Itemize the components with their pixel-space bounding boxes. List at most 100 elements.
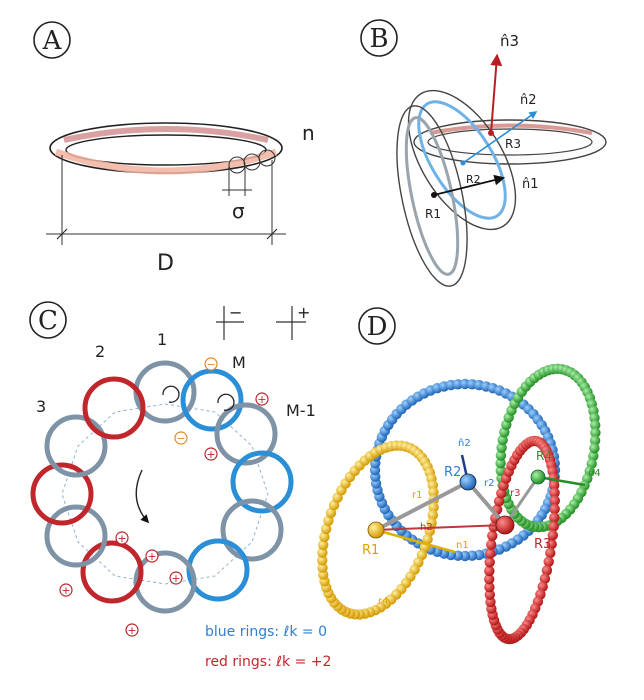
label-r3: R3 [505, 137, 521, 151]
ring-chain: −−+++++++ [30, 357, 294, 637]
legend-plus-label: + [297, 303, 310, 322]
panel-c: C − + −−+++++++ 1 2 3 M M-1 blue rings: … [29, 301, 331, 670]
r3-point [488, 130, 494, 136]
d-label-r1-small: r1 [412, 490, 422, 501]
sign-plus-5-glyph: + [171, 572, 180, 585]
ring-label-3: 3 [36, 397, 46, 416]
panel-c-circle [29, 301, 67, 339]
red-ring-bead [484, 589, 495, 600]
yellow-ring-bead [317, 562, 328, 573]
yellow-ring-bead [428, 502, 439, 513]
red-ring-bead [486, 539, 497, 550]
sign-plus-7 [125, 623, 139, 637]
chain-ring-9 [44, 504, 108, 568]
panel-d-circle [358, 307, 396, 345]
center-r3 [495, 515, 515, 535]
green-ring-bead [589, 435, 601, 446]
yellow-ring-bead [325, 507, 337, 519]
rotation-arrow-1 [162, 385, 180, 403]
panel-a: A σ n D [33, 21, 315, 276]
label-r1: R1 [425, 207, 441, 221]
panel-b-circle [360, 19, 398, 57]
red-ring-bead [549, 495, 560, 506]
chain-ring-4 [230, 450, 294, 514]
chain-ring-2 [180, 368, 244, 432]
panel-d-letter: D [367, 312, 388, 342]
red-ring-bead [484, 565, 495, 577]
red-ring-bead [487, 530, 498, 541]
ring-back-shade [63, 126, 269, 143]
label-sigma: σ [232, 199, 245, 223]
r1-point [431, 192, 437, 198]
red-ring-bead [549, 480, 560, 491]
green-ring-bead [589, 443, 600, 454]
d-label-n1b: n1 [456, 540, 469, 551]
red-ring-bead [546, 539, 557, 550]
ring-label-m: M [232, 353, 246, 372]
ring-chain-axis [61, 403, 269, 585]
chain-ring-8 [80, 540, 144, 604]
chain-ring-11 [44, 414, 108, 478]
panel-a-letter: A [42, 26, 63, 56]
yellow-ring-bead [321, 523, 332, 535]
chain-ring-12 [82, 376, 146, 440]
bead-rings [317, 363, 601, 645]
label-d: D [157, 251, 174, 276]
yellow-ring-bead [317, 547, 328, 558]
sign-minus-2 [174, 431, 188, 445]
sign-plus-5 [169, 571, 183, 585]
red-ring-bead [545, 547, 556, 559]
label-n1: n̂1 [522, 177, 539, 192]
red-ring-bead [547, 530, 558, 541]
b-ring-horizontal-inner [427, 128, 593, 156]
legend-minus-label: − [229, 303, 242, 322]
sign-plus-2 [204, 447, 218, 461]
circulation-arrow [135, 469, 150, 524]
center-r4 [530, 469, 546, 485]
d-label-n4: n̂4 [588, 467, 601, 479]
yellow-ring-bead [422, 534, 433, 545]
caption-blue-rings: blue rings: ℓk = 0 [205, 624, 327, 640]
r2-point [460, 160, 466, 166]
chain-ring-10 [30, 462, 94, 526]
d-label-r1: R1 [362, 543, 379, 558]
b-ring-tilted-inner [417, 100, 507, 220]
sign-plus-7-glyph: + [127, 624, 136, 637]
chain-ring-7 [133, 550, 197, 614]
d-label-r3-small: r3 [510, 488, 520, 499]
sign-plus-4 [145, 549, 159, 563]
red-ring-bead [484, 574, 495, 585]
d-label-r4: R4 [536, 449, 552, 463]
b-ring-horizontal-shade [429, 123, 593, 135]
sign-plus-1-glyph: + [257, 393, 266, 406]
caption-red-rings: red rings: ℓk = +2 [205, 654, 331, 670]
sign-minus-1-glyph: − [206, 358, 215, 371]
label-n2: n̂2 [520, 93, 537, 108]
green-ring-bead [590, 427, 601, 438]
label-n: n [302, 121, 315, 145]
d-label-n2: n̂2 [458, 437, 471, 449]
panel-d: D R1 R2 R3 R4 n̂2 n̂4 n1 r1 r2 r3 h2 r4 [317, 307, 601, 645]
d-label-r4-small: r4 [378, 596, 388, 607]
sign-minus-1 [204, 357, 218, 371]
red-ring-bead [485, 548, 496, 559]
ring-label-1: 1 [157, 330, 167, 349]
sign-plus-4-glyph: + [147, 550, 156, 563]
n1-vector [433, 174, 506, 196]
chain-ring-5 [220, 498, 284, 562]
n4-axis [537, 475, 586, 487]
sign-plus-1 [255, 392, 269, 406]
sign-plus-6 [59, 583, 73, 597]
ring-label-2: 2 [95, 342, 105, 361]
yellow-ring-bead [426, 517, 437, 529]
ring-front-shade [54, 148, 278, 175]
green-ring-bead [590, 420, 601, 431]
sign-plus-6-glyph: + [61, 584, 70, 597]
bead-3 [258, 149, 276, 167]
sign-minus-2-glyph: − [176, 432, 185, 445]
yellow-ring-bead [318, 539, 329, 551]
panel-b-letter: B [369, 24, 388, 54]
yellow-ring-bead [427, 509, 438, 521]
red-ring-bead [539, 573, 551, 584]
